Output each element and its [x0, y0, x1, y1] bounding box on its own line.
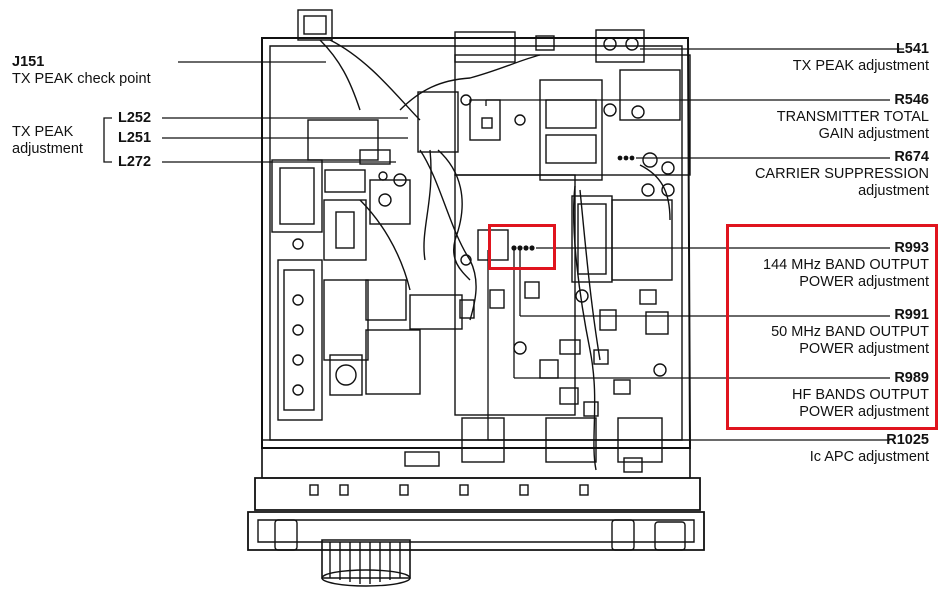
- r993-pot-highlight: [488, 224, 556, 270]
- label-r1025-desc: Ic APC adjustment: [809, 449, 929, 465]
- bottom-strip: [261, 439, 691, 496]
- label-j151-desc: TX PEAK check point: [12, 71, 151, 87]
- label-r989-desc1: HF BANDS OUTPUT: [792, 387, 929, 403]
- label-r674-desc1: CARRIER SUPPRESSION: [754, 166, 929, 182]
- label-j151: J151 TX PEAK check point: [12, 54, 151, 88]
- label-r989-desc2: POWER adjustment: [799, 404, 929, 420]
- label-r1025: R1025 Ic APC adjustment: [810, 432, 929, 466]
- label-r991-desc1: 50 MHz BAND OUTPUT: [771, 324, 929, 340]
- label-r674-code: R674: [894, 149, 929, 165]
- label-j151-code: J151: [12, 54, 45, 70]
- tx-peak-line1: TX PEAK: [12, 124, 74, 140]
- leader-lines: [103, 48, 904, 441]
- label-r674: R674 CARRIER SUPPRESSION adjustment: [755, 149, 929, 200]
- label-r993-desc1: 144 MHz BAND OUTPUT: [763, 257, 929, 273]
- output-power-labels-highlight: [726, 224, 938, 430]
- label-l272-code: L272: [118, 154, 152, 170]
- label-tx-peak-group: TX PEAK adjustment: [12, 124, 83, 158]
- cables: [319, 39, 671, 471]
- top-connectors: [297, 9, 645, 63]
- label-l272: L272: [118, 154, 151, 171]
- label-r991-desc2: POWER adjustment: [799, 341, 929, 357]
- label-r993-desc2: POWER adjustment: [799, 274, 929, 290]
- label-r546: R546 TRANSMITTER TOTAL GAIN adjustment: [777, 92, 929, 143]
- label-l252: L252: [118, 110, 151, 127]
- left-subboard: [271, 119, 421, 421]
- label-r989-code: R989: [894, 370, 929, 386]
- label-l541-desc: TX PEAK adjustment: [792, 58, 929, 74]
- tx-peak-line2: adjustment: [12, 141, 83, 157]
- main-boards: [454, 54, 691, 417]
- label-r674-desc2: adjustment: [858, 183, 929, 199]
- label-l541: L541 TX PEAK adjustment: [793, 41, 929, 75]
- label-r993: R993 144 MHz BAND OUTPUT POWER adjustmen…: [763, 240, 929, 291]
- label-l541-code: L541: [895, 41, 929, 57]
- label-l252-code: L252: [118, 110, 152, 126]
- label-l251: L251: [118, 130, 151, 147]
- label-r1025-code: R1025: [886, 432, 929, 448]
- label-l251-code: L251: [118, 130, 152, 146]
- label-r546-code: R546: [894, 92, 929, 108]
- label-r546-desc2: GAIN adjustment: [818, 126, 929, 142]
- label-r993-code: R993: [894, 240, 929, 256]
- label-r989: R989 HF BANDS OUTPUT POWER adjustment: [792, 370, 929, 421]
- chassis-outline: [247, 37, 705, 587]
- label-r546-desc1: TRANSMITTER TOTAL: [776, 109, 929, 125]
- label-r991-code: R991: [894, 307, 929, 323]
- trimmer-pots: [511, 155, 635, 251]
- label-r991: R991 50 MHz BAND OUTPUT POWER adjustment: [771, 307, 929, 358]
